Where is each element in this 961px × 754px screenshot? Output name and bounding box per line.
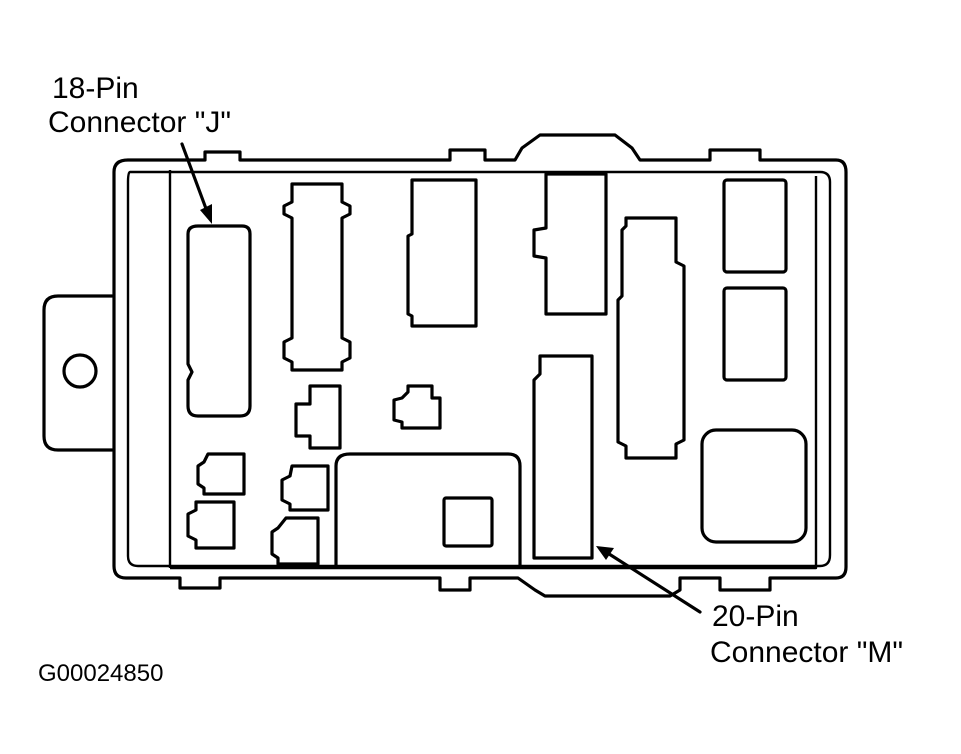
- connector-relay-2: [282, 182, 352, 372]
- leader-line-j: [180, 142, 210, 216]
- arrowhead-j: [200, 204, 212, 224]
- relay-box-lower: [722, 286, 788, 382]
- large-relay-box: [700, 428, 808, 544]
- lower-panel: [334, 452, 522, 568]
- connector-j-label-line2: Connector "J": [48, 106, 232, 139]
- connector-j-label-line1: 18-Pin: [52, 72, 139, 105]
- connector-j-18pin: [186, 224, 252, 418]
- connector-relay-5: [616, 216, 686, 460]
- inner-panel: [168, 170, 818, 570]
- connector-m-label-line2: Connector "M": [710, 636, 904, 669]
- figure-code: G00024850: [38, 660, 164, 687]
- small-connector-e: [280, 464, 330, 512]
- small-connector-f: [270, 516, 320, 566]
- connector-relay-4: [532, 172, 608, 316]
- arrowhead-m: [596, 546, 614, 560]
- small-connector-a: [294, 384, 342, 450]
- relay-box-upper: [722, 178, 788, 274]
- small-connector-c: [196, 452, 246, 496]
- mounting-tab: [42, 294, 114, 452]
- housing-outer: [112, 133, 848, 598]
- housing-inner: [126, 170, 832, 568]
- small-connector-b: [392, 384, 442, 430]
- leader-line-m: [604, 550, 702, 614]
- connector-m-label-line1: 20-Pin: [712, 600, 799, 633]
- connector-relay-3: [406, 178, 478, 328]
- small-connector-d: [186, 500, 236, 550]
- mounting-hole: [62, 353, 98, 389]
- connector-m-20pin: [532, 354, 594, 560]
- fuse-square: [442, 496, 494, 548]
